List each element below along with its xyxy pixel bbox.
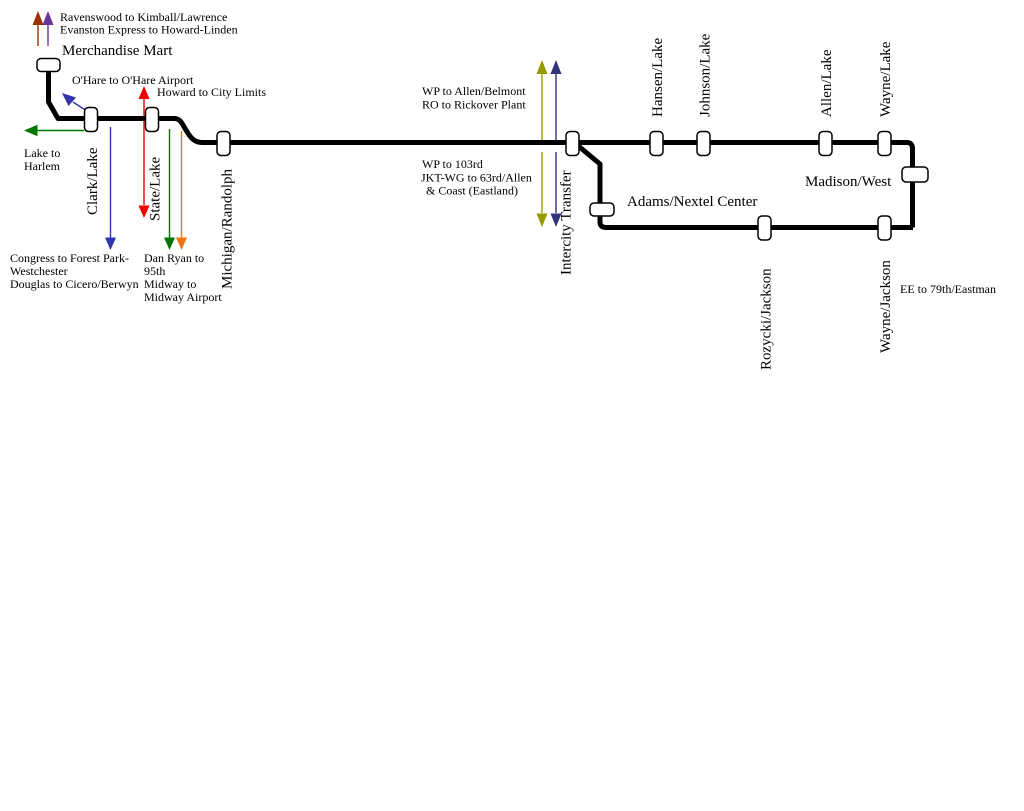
jkt-wg-down-arrow-icon [550, 213, 562, 227]
label-evanston-express: Evanston Express to Howard-Linden [60, 23, 238, 37]
ohare-northwest-arrow-icon [62, 93, 76, 106]
evanston-up-arrow-icon [42, 11, 54, 25]
wp-south-down-arrow-icon [536, 213, 548, 227]
label-lake-west-2: Harlem [24, 159, 61, 173]
route-main [46, 63, 915, 228]
howard-down-arrow-icon [138, 205, 150, 218]
label-congress-2: Westchester [10, 264, 68, 278]
label-ee: EE to 79th/Eastman [900, 282, 996, 296]
label-congress-3: Douglas to Cicero/Berwyn [10, 277, 139, 291]
station-adams-nextel-center [589, 202, 615, 217]
ravenswood-up-arrow-icon [32, 11, 44, 25]
station-label-rozycki-jackson: Rozycki/Jackson [759, 268, 775, 370]
station-wayne-jackson [877, 215, 892, 241]
station-label-allen-lake: Allen/Lake [819, 49, 835, 117]
station-label-wayne-jackson: Wayne/Jackson [878, 260, 894, 353]
station-rozycki-jackson [757, 215, 772, 241]
station-allen-lake [818, 130, 833, 157]
station-label-hansen-lake: Hansen/Lake [650, 38, 666, 117]
label-jkt-wg-1: JKT-WG to 63rd/Allen [421, 171, 532, 185]
label-ro: RO to Rickover Plant [422, 98, 526, 112]
station-state-lake [144, 106, 160, 133]
label-ohare: O'Hare to O'Hare Airport [72, 73, 194, 87]
station-labels: Merchandise Mart Adams/Nextel Center Mad… [62, 33, 894, 370]
station-label-madison-west: Madison/West [805, 174, 892, 190]
label-congress-1: Congress to Forest Park- [10, 251, 129, 265]
congress-down-arrow-icon [105, 237, 116, 250]
station-label-michigan-randolph: Michigan/Randolph [220, 169, 236, 289]
station-markers [36, 57, 929, 241]
label-wp-north: WP to Allen/Belmont [422, 84, 526, 98]
station-label-state-lake: State/Lake [148, 157, 164, 221]
destination-arrows [24, 11, 562, 250]
label-wp-south: WP to 103rd [422, 157, 483, 171]
label-lake-west-1: Lake to [24, 146, 60, 160]
ohare-line [72, 101, 87, 112]
label-dan-ryan-1: Dan Ryan to [144, 251, 204, 265]
station-label-wayne-lake: Wayne/Lake [878, 41, 894, 117]
station-wayne-lake [877, 130, 892, 157]
route-south-loop [574, 142, 913, 230]
howard-up-arrow-icon [138, 86, 150, 99]
route-lines [46, 63, 915, 230]
station-michigan-randolph [216, 130, 231, 157]
destination-labels: Ravenswood to Kimball/Lawrence Evanston … [10, 10, 996, 304]
station-label-adams-nextel-center: Adams/Nextel Center [627, 194, 757, 210]
label-dan-ryan-2: 95th [144, 264, 165, 278]
station-merchandise-mart [36, 57, 61, 73]
station-intercity-transfer [565, 130, 580, 157]
station-label-clark-lake: Clark/Lake [85, 147, 101, 215]
station-label-johnson-lake: Johnson/Lake [698, 33, 714, 117]
station-label-intercity-transfer: Intercity Transfer [559, 170, 575, 275]
midway-down-arrow-icon [176, 237, 187, 250]
label-midway-2: Midway Airport [144, 290, 222, 304]
dan-ryan-down-arrow-icon [164, 237, 175, 250]
station-johnson-lake [696, 130, 711, 157]
lake-west-left-arrow-icon [24, 124, 38, 137]
station-label-merchandise-mart: Merchandise Mart [62, 43, 173, 59]
label-ravenswood: Ravenswood to Kimball/Lawrence [60, 10, 227, 24]
label-howard: Howard to City Limits [157, 85, 266, 99]
label-jkt-wg-2: & Coast (Eastland) [426, 184, 518, 198]
wp-north-up-arrow-icon [536, 60, 548, 74]
station-clark-lake [83, 106, 99, 133]
label-midway-1: Midway to [144, 277, 196, 291]
ro-up-arrow-icon [550, 60, 562, 74]
station-hansen-lake [649, 130, 664, 157]
station-madison-west [901, 166, 929, 183]
